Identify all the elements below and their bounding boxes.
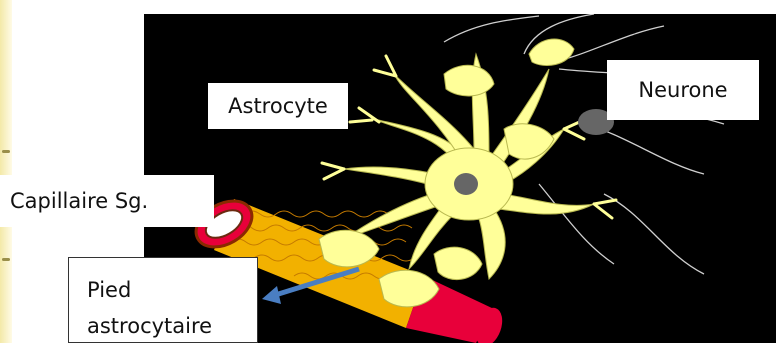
- capillary-label: Capillaire Sg.: [0, 175, 214, 227]
- edge-mark: [2, 258, 10, 261]
- astrocyte-foot-label-line1: Pied: [87, 272, 257, 308]
- astrocyte-foot-label-line2: astrocytaire: [87, 308, 257, 344]
- edge-mark: [2, 150, 10, 153]
- neurone-label: Neurone: [607, 60, 759, 120]
- slide-left-edge: [0, 0, 12, 343]
- astrocyte-nucleus: [454, 173, 478, 195]
- astrocyte-foot-label: Pied astrocytaire: [68, 257, 258, 343]
- astrocyte-label: Astrocyte: [208, 83, 348, 129]
